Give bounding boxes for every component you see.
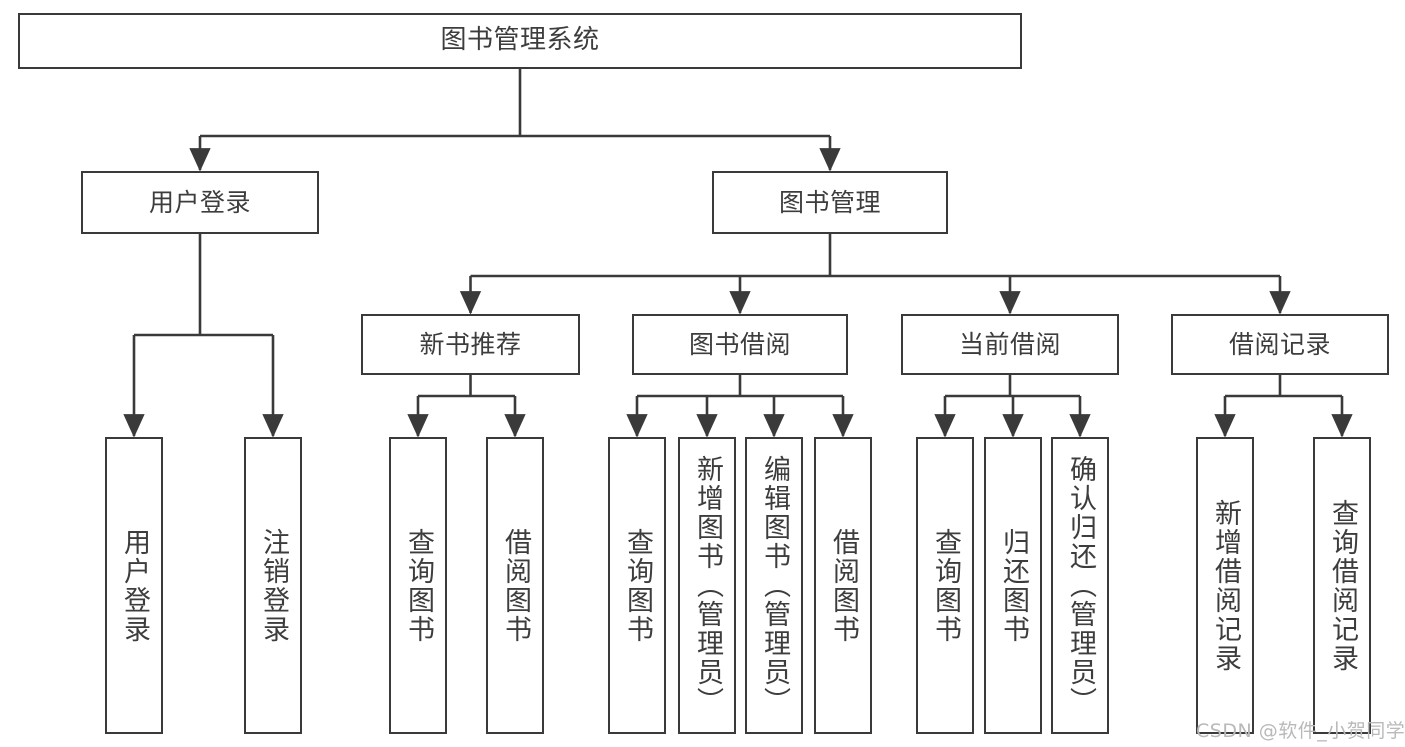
node-leaf-user-login-label: 用户登录 bbox=[119, 527, 151, 644]
node-root-label: 图书管理系统 bbox=[440, 25, 600, 56]
node-user-login[interactable]: 用户登录 bbox=[81, 171, 319, 234]
node-leaf-borrow-book-2-label: 借阅图书 bbox=[828, 527, 860, 644]
node-leaf-query-book-1-label: 查询图书 bbox=[403, 527, 435, 644]
node-book-borrow[interactable]: 图书借阅 bbox=[632, 314, 848, 375]
node-leaf-return-book-label: 归还图书 bbox=[998, 527, 1030, 644]
node-leaf-borrow-book-1[interactable]: 借阅图书 bbox=[486, 437, 544, 734]
node-leaf-confirm-return-admin-label: 确认归还（管理员） bbox=[1065, 455, 1097, 716]
node-leaf-add-book-admin-label: 新增图书（管理员） bbox=[692, 455, 724, 716]
node-leaf-user-login[interactable]: 用户登录 bbox=[105, 437, 163, 734]
node-new-book-recommend-label: 新书推荐 bbox=[419, 329, 522, 359]
node-new-book-recommend[interactable]: 新书推荐 bbox=[361, 314, 580, 375]
node-leaf-edit-book-admin-label: 编辑图书（管理员） bbox=[759, 455, 791, 716]
node-leaf-return-book[interactable]: 归还图书 bbox=[984, 437, 1042, 734]
node-leaf-borrow-book-2[interactable]: 借阅图书 bbox=[814, 437, 872, 734]
node-leaf-logout[interactable]: 注销登录 bbox=[244, 437, 302, 734]
node-leaf-query-book-1[interactable]: 查询图书 bbox=[389, 437, 447, 734]
node-leaf-query-book-3[interactable]: 查询图书 bbox=[916, 437, 974, 734]
node-leaf-query-borrow-record[interactable]: 查询借阅记录 bbox=[1313, 437, 1371, 734]
node-book-borrow-label: 图书借阅 bbox=[688, 329, 791, 359]
node-leaf-query-book-2-label: 查询图书 bbox=[622, 527, 654, 644]
node-book-manage[interactable]: 图书管理 bbox=[712, 171, 948, 234]
node-leaf-query-book-3-label: 查询图书 bbox=[930, 527, 962, 644]
node-leaf-add-book-admin[interactable]: 新增图书（管理员） bbox=[678, 437, 736, 734]
node-current-borrow-label: 当前借阅 bbox=[958, 329, 1061, 359]
csdn-watermark: CSDN @软件_小贺同学 bbox=[1196, 720, 1405, 742]
node-current-borrow[interactable]: 当前借阅 bbox=[901, 314, 1119, 375]
node-leaf-query-borrow-record-label: 查询借阅记录 bbox=[1327, 498, 1359, 673]
node-leaf-add-borrow-record-label: 新增借阅记录 bbox=[1210, 498, 1242, 673]
node-user-login-label: 用户登录 bbox=[148, 187, 251, 217]
node-root[interactable]: 图书管理系统 bbox=[18, 13, 1022, 69]
node-leaf-logout-label: 注销登录 bbox=[258, 527, 290, 644]
node-leaf-edit-book-admin[interactable]: 编辑图书（管理员） bbox=[745, 437, 803, 734]
node-borrow-record[interactable]: 借阅记录 bbox=[1171, 314, 1389, 375]
node-leaf-borrow-book-1-label: 借阅图书 bbox=[500, 527, 532, 644]
node-leaf-query-book-2[interactable]: 查询图书 bbox=[608, 437, 666, 734]
node-borrow-record-label: 借阅记录 bbox=[1228, 329, 1331, 359]
node-leaf-confirm-return-admin[interactable]: 确认归还（管理员） bbox=[1051, 437, 1109, 734]
node-book-manage-label: 图书管理 bbox=[778, 187, 881, 217]
node-leaf-add-borrow-record[interactable]: 新增借阅记录 bbox=[1196, 437, 1254, 734]
